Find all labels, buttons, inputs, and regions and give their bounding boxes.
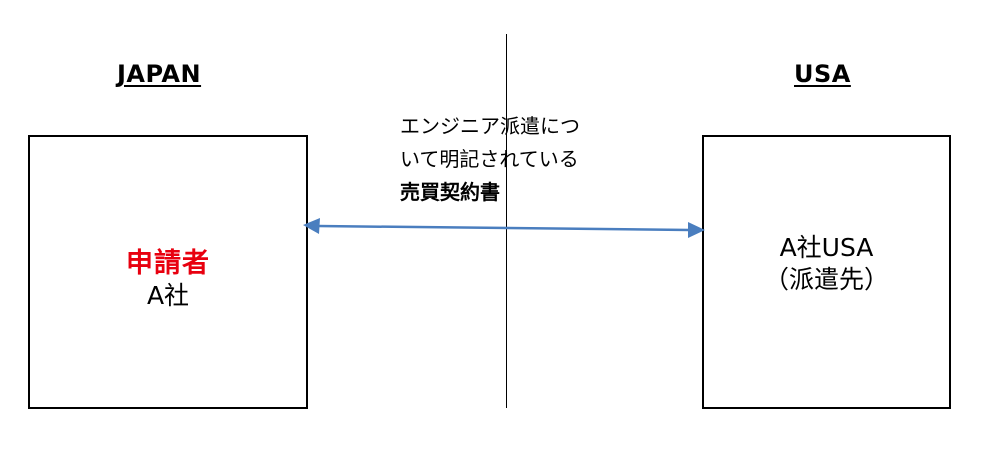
region-label-japan: JAPAN <box>117 60 202 88</box>
arrow-shaft <box>317 224 691 232</box>
dispatch-destination-box: A社USA （派遣先） <box>702 135 951 409</box>
arrow-head-right <box>688 222 705 238</box>
contract-note-line-1: エンジニア派遣につ <box>400 114 580 138</box>
applicant-name: A社 <box>146 280 190 310</box>
applicant-role-label: 申請者 <box>126 247 210 279</box>
contract-note-line-2: いて明記されている <box>400 147 579 171</box>
arrow-head-left <box>303 218 320 234</box>
region-label-usa: USA <box>794 60 851 88</box>
contract-title: 売買契約書 <box>400 180 500 204</box>
applicant-box: 申請者 A社 <box>28 135 308 409</box>
dispatch-destination-name: A社USA <box>779 232 874 262</box>
region-divider <box>506 34 507 408</box>
dispatch-destination-note: （派遣先） <box>763 265 889 294</box>
contract-note: エンジニア派遣につ いて明記されている 売買契約書 <box>400 110 635 209</box>
